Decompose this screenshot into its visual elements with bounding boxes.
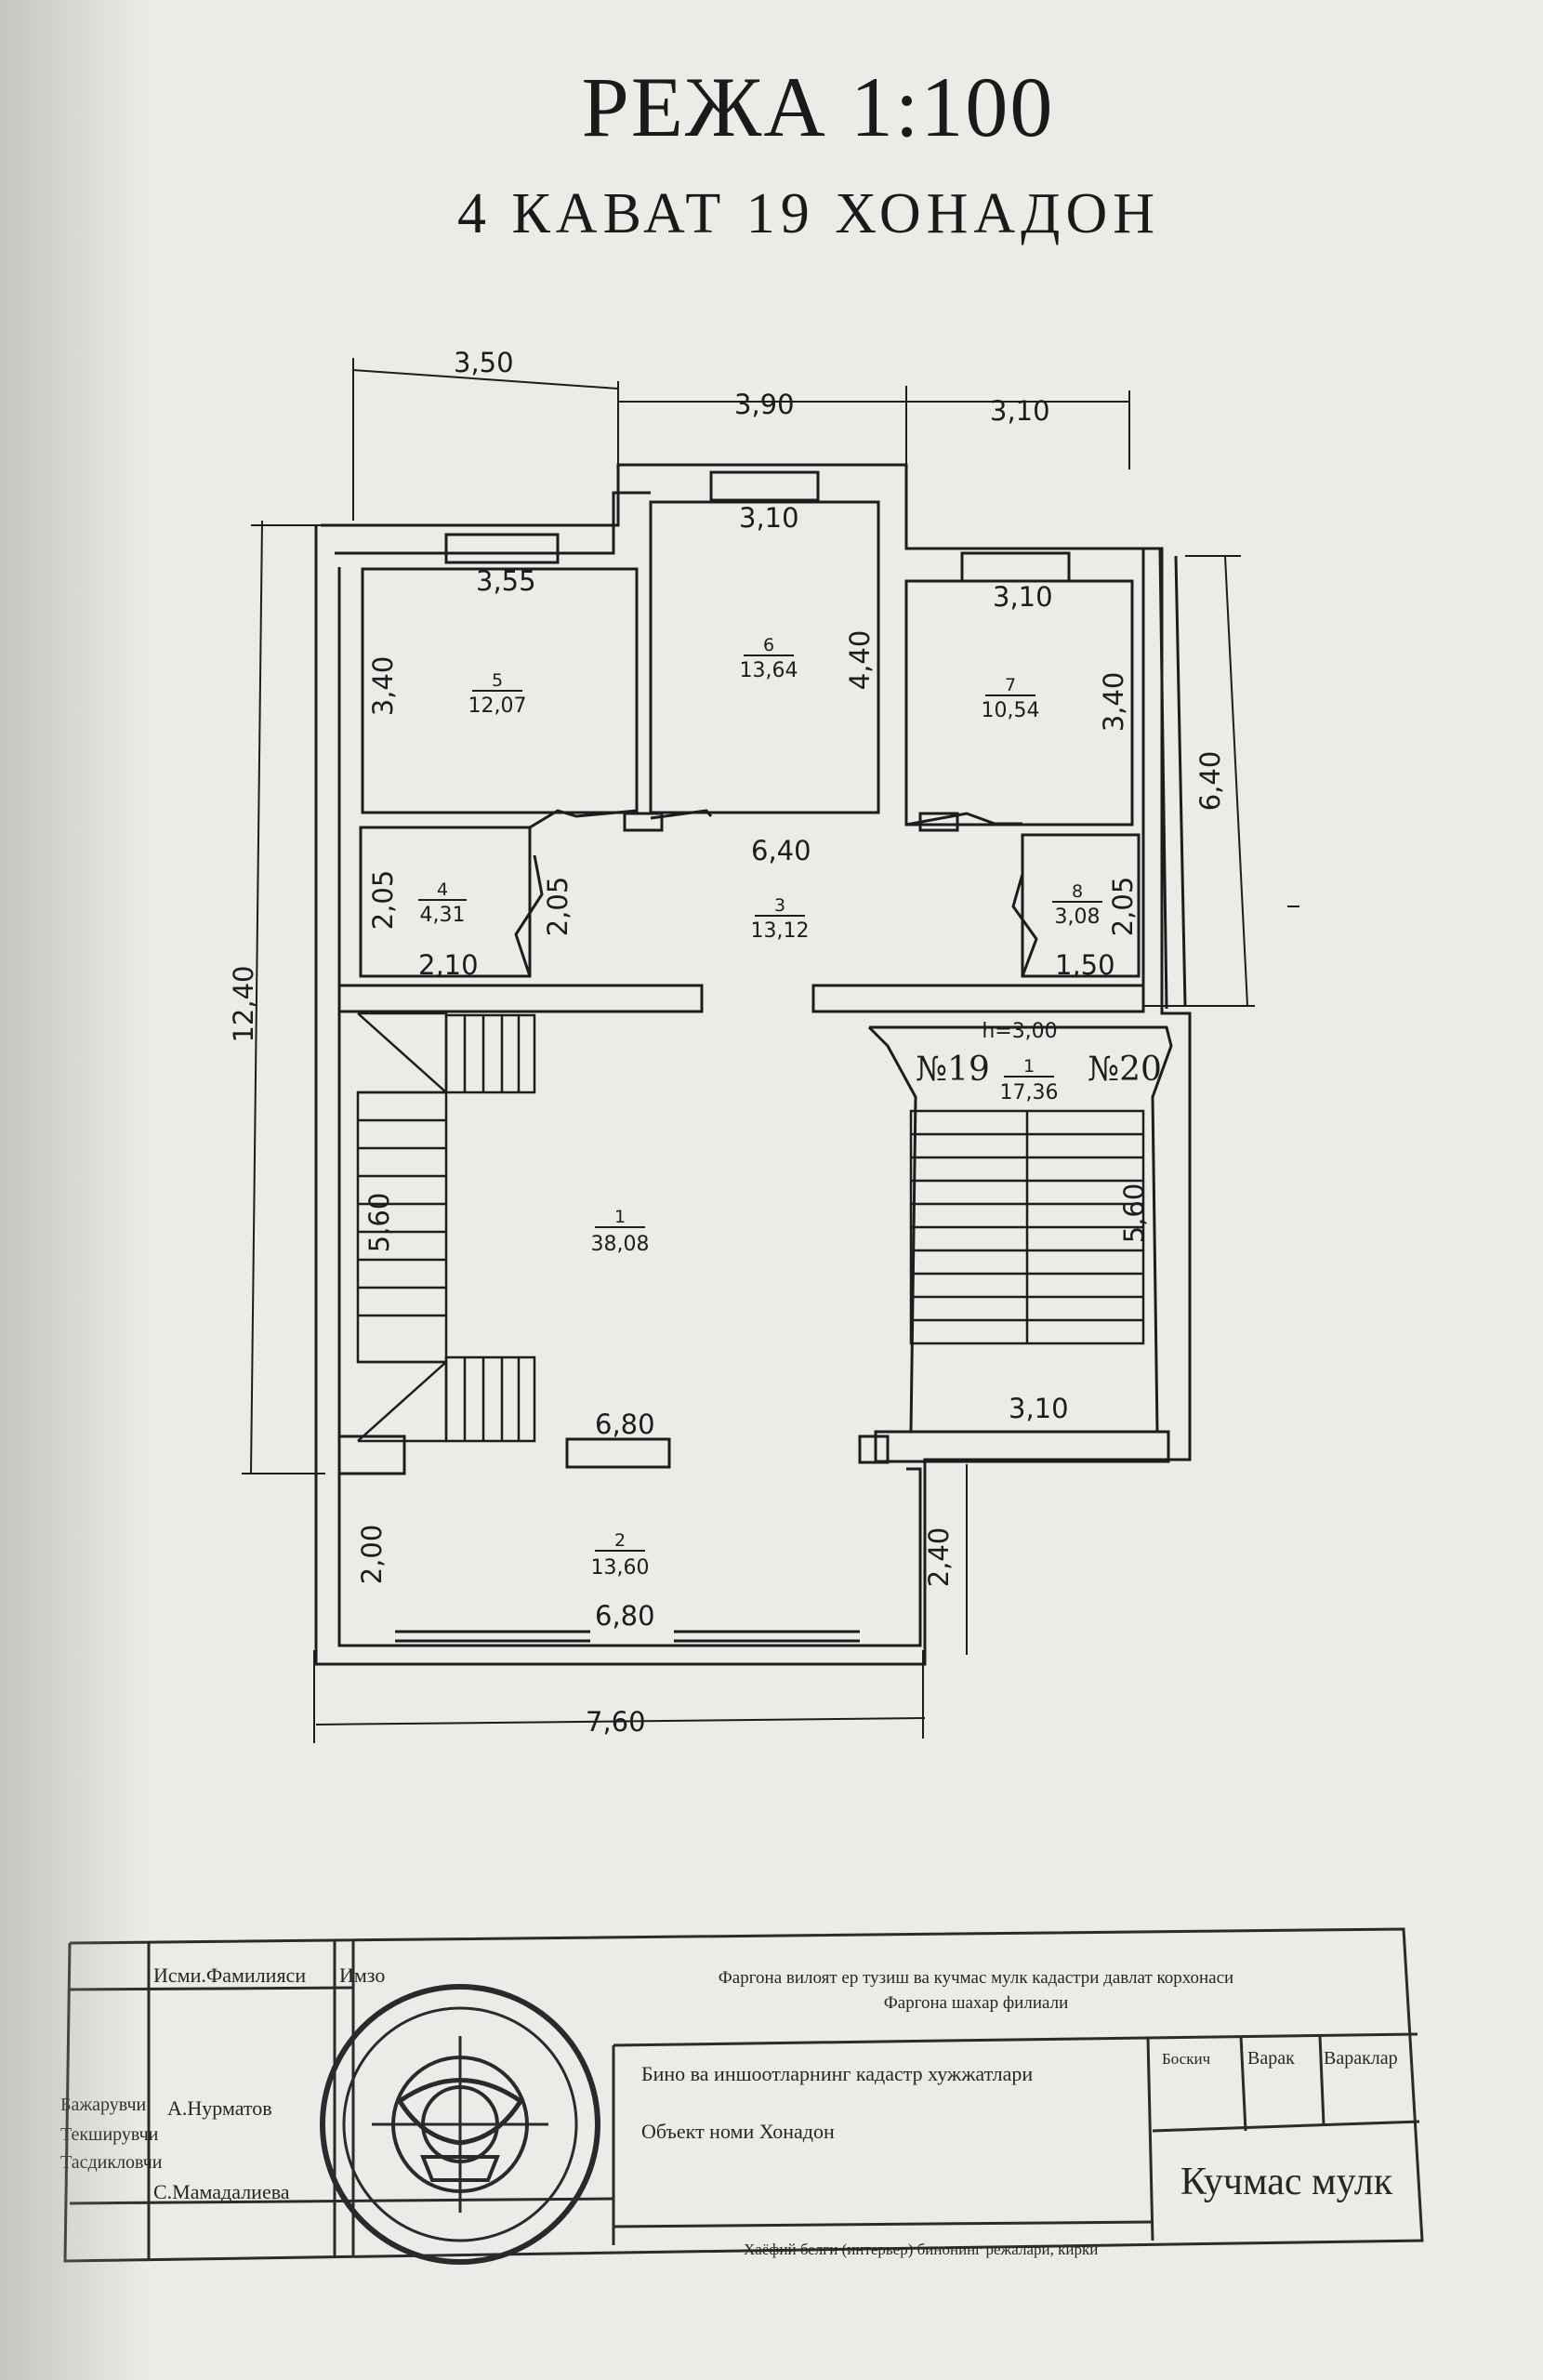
dim-room8-height: 2,05 <box>1107 877 1139 937</box>
tb-org-line2: Фаргона шахар филиали <box>884 1993 1069 2013</box>
dim-stair-height: 5,60 <box>1118 1183 1150 1244</box>
room-7-area: 10,54 <box>982 699 1040 722</box>
dim-room2-width: 6,80 <box>595 1600 655 1632</box>
tb-col-sign: Имзо <box>339 1964 385 1987</box>
tb-row4-name: С.Мамадалиева <box>153 2180 290 2203</box>
plan-subtitle: 4 КАВАТ 19 ХОНАДОН <box>456 182 1161 245</box>
tb-property-label: Кучмас мулк <box>1180 2161 1393 2203</box>
dim-room7-width: 3,10 <box>993 581 1053 613</box>
tb-row2-role: Текширувчи <box>60 2124 159 2145</box>
tb-stage-label: Боскич <box>1162 2050 1211 2068</box>
dim-room5-height: 3,40 <box>367 656 399 717</box>
dim-corridor-height: 2,05 <box>542 877 574 937</box>
dim-room8-width: 1,50 <box>1055 949 1115 981</box>
tb-object-name: Объект номи Хонадон <box>641 2120 835 2143</box>
tb-doc-title: Бино ва иншоотларнинг кадастр хужжатлари <box>641 2062 1033 2085</box>
room-4-number: 4 <box>437 879 448 900</box>
tb-col-name: Исми.Фамилияси <box>153 1964 306 1987</box>
room-3-area: 13,12 <box>751 919 810 943</box>
dim-right-upper: 6,40 <box>1194 751 1226 812</box>
official-stamp <box>320 1984 600 2265</box>
dim-room4-width: 2,10 <box>418 949 479 981</box>
room-number-underlines <box>418 654 1102 1552</box>
stairs-left <box>356 1012 536 1443</box>
dim-room2-height: 2,00 <box>356 1525 388 1585</box>
tb-row1-role: Бажарувчи <box>60 2095 147 2115</box>
dim-top-right: 3,10 <box>990 395 1050 427</box>
dim-top-mid: 3,90 <box>734 389 795 420</box>
room-1-area: 38,08 <box>591 1233 650 1256</box>
dimension-labels: 3,50 3,90 3,10 12,40 6,40 7,60 2,40 3,55… <box>228 347 1226 1738</box>
title-block-text: Исми.Фамилияси Имзо Фаргона вилоят ер ту… <box>60 1964 1398 2258</box>
tb-row3-role: Тасдикловчи <box>60 2152 163 2173</box>
room-7-number: 7 <box>1005 675 1016 695</box>
dimension-lines <box>242 358 1255 1743</box>
room-4-area: 4,31 <box>420 904 466 927</box>
stair-room-area: 17,36 <box>1000 1081 1059 1104</box>
room-2-number: 2 <box>614 1530 626 1551</box>
tb-row1-name: А.Нурматов <box>167 2096 272 2120</box>
dim-room6-height: 4,40 <box>844 630 876 691</box>
dim-room4-height: 2,05 <box>367 870 399 931</box>
dim-bottom-right: 2,40 <box>923 1527 955 1588</box>
apartment-19-label: №19 <box>916 1051 990 1089</box>
room-3-number: 3 <box>774 895 785 916</box>
tb-footer: Хаёфий белги (интерьер) бинонинг режалар… <box>744 2241 1098 2258</box>
plan-scale-title: РЕЖА 1:100 <box>581 60 1055 154</box>
dim-room7-height: 3,40 <box>1098 672 1129 733</box>
ceiling-height: h=3,00 <box>982 1020 1057 1043</box>
dim-corridor-width: 6,40 <box>751 835 811 866</box>
dim-room5-width: 3,55 <box>476 565 536 597</box>
room-8-area: 3,08 <box>1055 906 1101 929</box>
dim-hall-width: 6,80 <box>595 1408 655 1440</box>
room-6-number: 6 <box>763 635 774 655</box>
dim-room6-width: 3,10 <box>739 502 799 534</box>
room-5-area: 12,07 <box>468 694 527 718</box>
room-1-number: 1 <box>614 1207 626 1227</box>
room-walls <box>337 470 1173 1643</box>
dim-top-left: 3,50 <box>454 347 514 378</box>
dim-bottom-total: 7,60 <box>586 1706 646 1738</box>
dim-left-total: 12,40 <box>228 965 259 1042</box>
dim-stair-width: 3,10 <box>1009 1393 1069 1424</box>
tb-sheets-label: Вараклар <box>1324 2048 1398 2069</box>
outer-walls <box>314 463 1192 1666</box>
apartment-20-label: №20 <box>1088 1051 1162 1089</box>
room-6-area: 13,64 <box>740 659 798 682</box>
room-8-number: 8 <box>1072 881 1083 902</box>
room-2-area: 13,60 <box>591 1556 650 1580</box>
dim-hall-height: 5,60 <box>363 1193 395 1253</box>
tb-org-line1: Фаргона вилоят ер тузиш ва кучмас мулк к… <box>719 1968 1233 1988</box>
tb-sheet-label: Варак <box>1247 2048 1295 2069</box>
room-labels: 5 12,07 6 13,64 7 10,54 4 4,31 3 13,12 8… <box>420 635 1162 1580</box>
stair-room-number: 1 <box>1023 1056 1035 1077</box>
room-5-number: 5 <box>492 670 503 691</box>
stairs-right <box>909 1109 1145 1345</box>
